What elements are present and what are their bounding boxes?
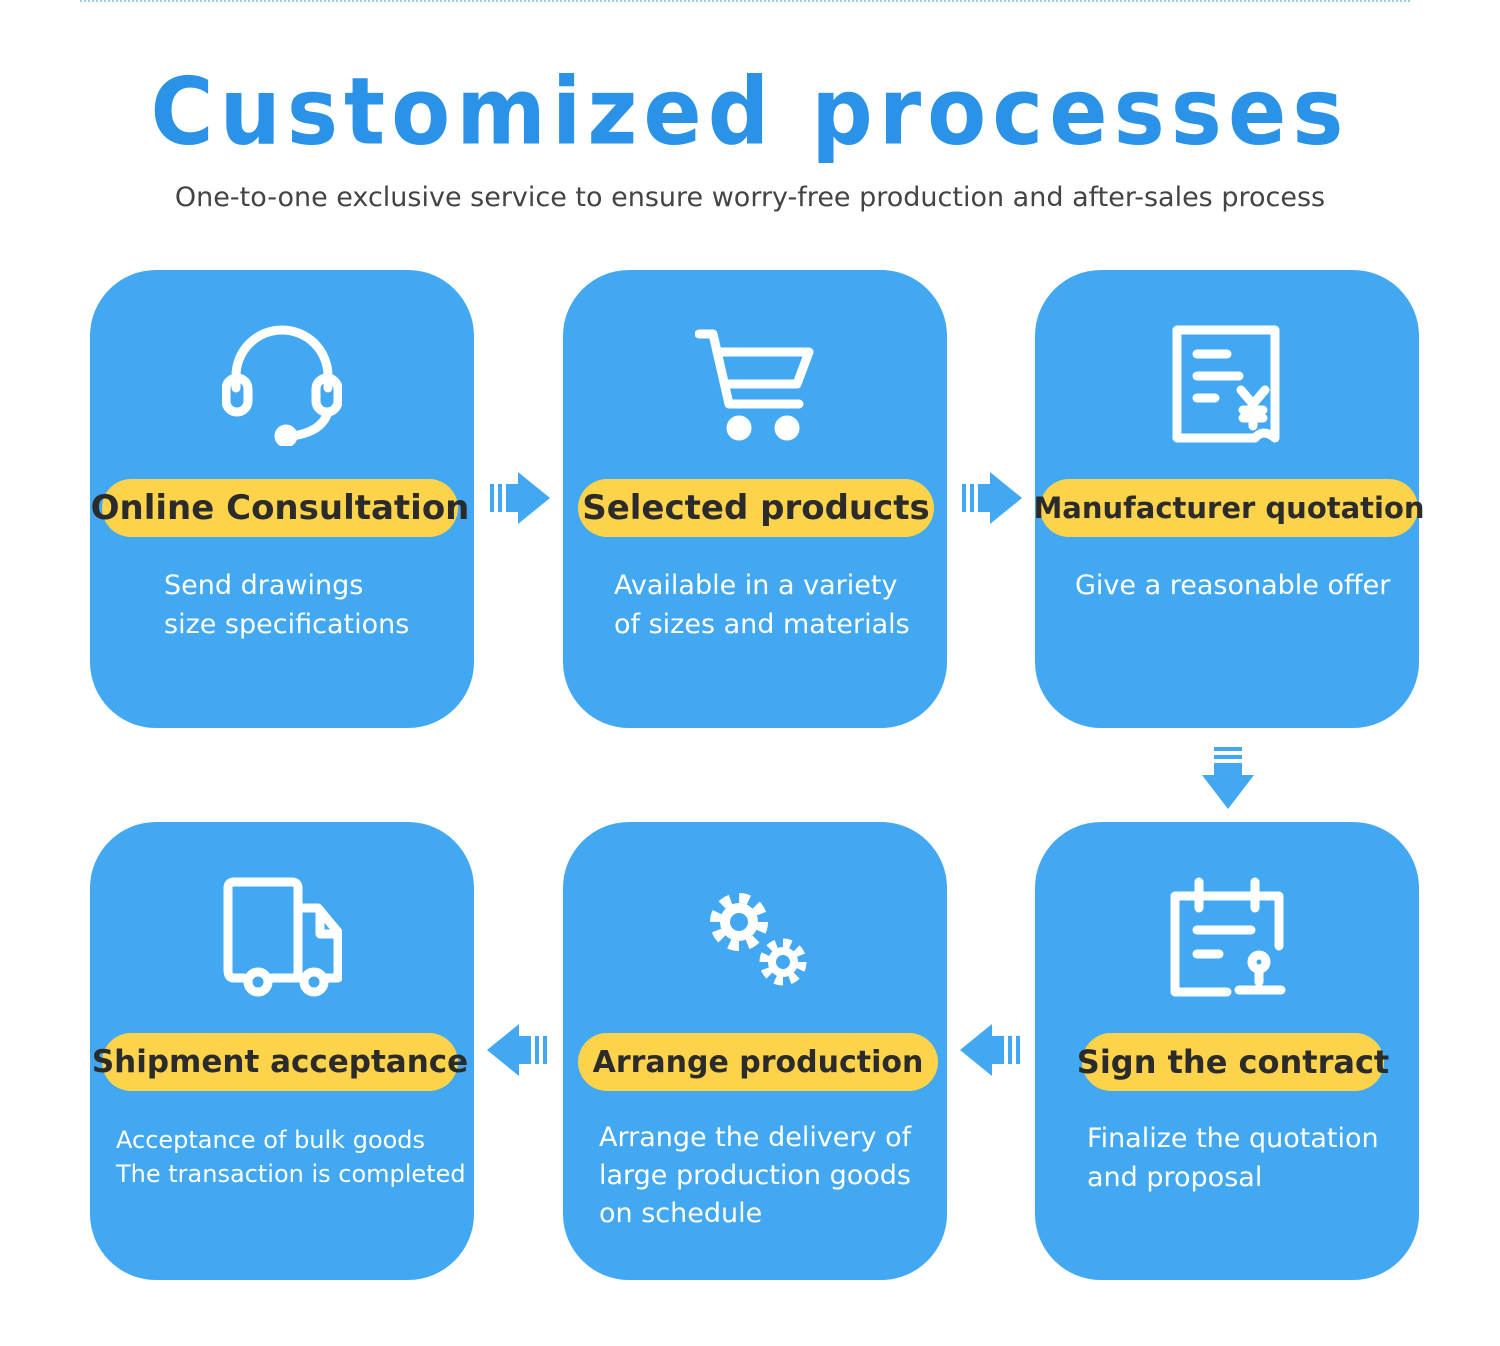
step-desc-arrange-production: Arrange the delivery of large production… <box>599 1122 912 1229</box>
step-desc-manufacturer-quotation: Give a reasonable offer <box>1075 570 1391 601</box>
step-desc-online-consultation: Send drawings size specifications <box>164 570 410 640</box>
step-label-shipment-acceptance: Shipment acceptance <box>92 1033 468 1091</box>
top-dotted-divider <box>80 0 1410 2</box>
quotation-document-icon <box>1167 322 1287 446</box>
headset-icon <box>222 322 342 446</box>
arrow-right-1 <box>488 470 552 526</box>
step-desc-selected-products: Available in a variety of sizes and mate… <box>614 570 910 640</box>
delivery-truck-icon <box>222 874 342 998</box>
page-subtitle: One-to-one exclusive service to ensure w… <box>174 182 1326 213</box>
step-desc-shipment-acceptance: Acceptance of bulk goods The transaction… <box>116 1126 466 1188</box>
step-label-manufacturer-quotation: Manufacturer quotation <box>1033 479 1425 537</box>
arrow-right-2 <box>960 470 1024 526</box>
step-desc-sign-the-contract: Finalize the quotation and proposal <box>1087 1123 1379 1193</box>
contract-calendar-stamp-icon <box>1167 874 1287 998</box>
step-label-online-consultation: Online Consultation <box>91 479 469 537</box>
arrow-left-1 <box>958 1022 1022 1078</box>
step-label-sign-the-contract: Sign the contract <box>1077 1033 1389 1091</box>
step-label-selected-products: Selected products <box>578 479 934 537</box>
step-label-arrange-production: Arrange production <box>578 1033 938 1091</box>
gears-icon <box>695 874 815 998</box>
arrow-left-2 <box>485 1022 549 1078</box>
arrow-down <box>1200 745 1256 811</box>
page-title: Customized processes <box>150 57 1350 166</box>
shopping-cart-icon <box>695 322 815 446</box>
